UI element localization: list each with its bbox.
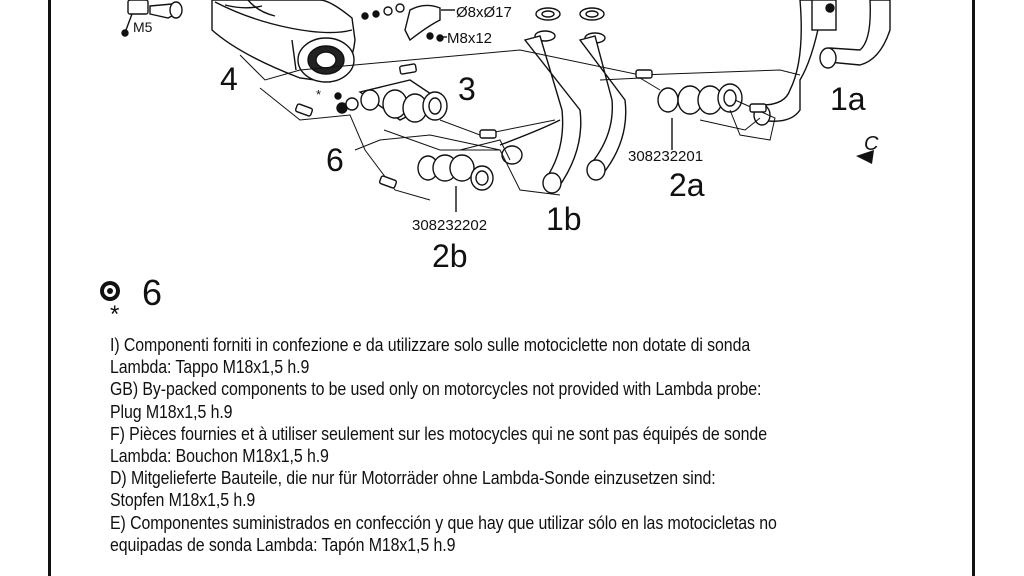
- note-line: Lambda: Tappo M18x1,5 h.9: [110, 356, 310, 378]
- label-part-c: C: [864, 133, 879, 155]
- label-screw: M8x12: [447, 30, 492, 47]
- label-part-2b: 2b: [432, 238, 468, 274]
- note-line: Plug M18x1,5 h.9: [110, 400, 233, 422]
- exploded-exhaust-diagram: M5 Ø8xØ17 M8x12 4 3 6 1a 1b 2a 2b 308232…: [100, 0, 891, 328]
- lambda-plug-6: [334, 92, 359, 114]
- label-code-2b: 308232202: [412, 217, 487, 234]
- link-pipe-3: [358, 79, 448, 123]
- collector-2b: [417, 154, 494, 212]
- label-star-diagram: *: [316, 87, 321, 102]
- note-line: I) Componenti forniti in confezione e da…: [110, 334, 751, 355]
- legend-number: 6: [142, 272, 163, 313]
- header-pipes-1b: [499, 35, 627, 194]
- label-part-6: 6: [326, 142, 344, 178]
- label-part-4: 4: [220, 61, 238, 97]
- note-line: Lambda: Bouchon M18x1,5 h.9: [110, 445, 329, 467]
- legend-plug-icon: [100, 281, 120, 301]
- multilingual-notes: I) Componenti forniti in confezione e da…: [110, 334, 832, 556]
- bracket-m5: [121, 0, 183, 37]
- clamp-pieces: [294, 63, 767, 189]
- direction-c-indicator: [856, 150, 874, 164]
- legend-star: *: [110, 301, 119, 328]
- label-part-2a: 2a: [669, 167, 705, 203]
- collector-2a: [657, 83, 743, 148]
- label-code-2a: 308232201: [628, 148, 703, 165]
- label-m5: M5: [133, 19, 153, 35]
- note-line: equipadas de sonda Lambda: Tapón M18x1,5…: [110, 533, 456, 555]
- note-line: F) Pièces fournies et à utiliser seuleme…: [110, 422, 767, 444]
- header-pipes-1a: [753, 0, 891, 126]
- mounting-hardware: [361, 3, 455, 42]
- label-part-1b: 1b: [546, 201, 582, 237]
- label-washer: Ø8xØ17: [456, 4, 512, 21]
- note-line: E) Componentes suministrados en confecci…: [110, 511, 777, 533]
- note-line: GB) By-packed components to be used only…: [110, 378, 762, 400]
- label-part-1a: 1a: [830, 81, 866, 117]
- muffler-part: [211, 0, 356, 83]
- frame-right-border: [972, 0, 975, 576]
- note-line: Stopfen M18x1,5 h.9: [110, 489, 256, 511]
- label-part-3: 3: [458, 71, 476, 107]
- frame-left-border: [48, 0, 51, 576]
- note-line: D) Mitgelieferte Bauteile, die nur für M…: [110, 467, 716, 489]
